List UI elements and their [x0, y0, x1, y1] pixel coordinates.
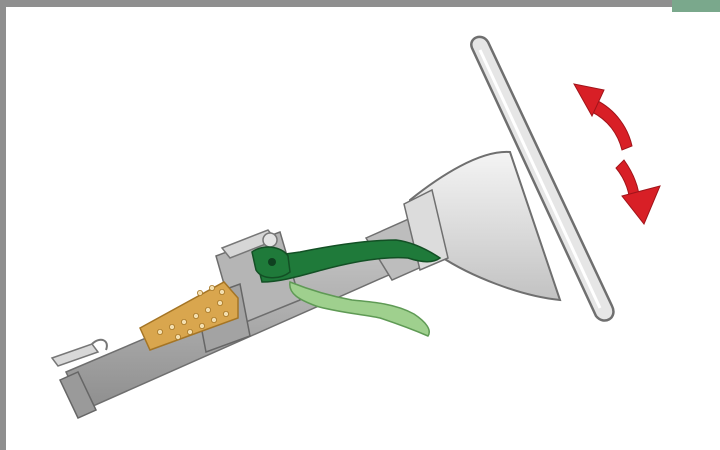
tilt-arrows-icon [574, 84, 660, 224]
